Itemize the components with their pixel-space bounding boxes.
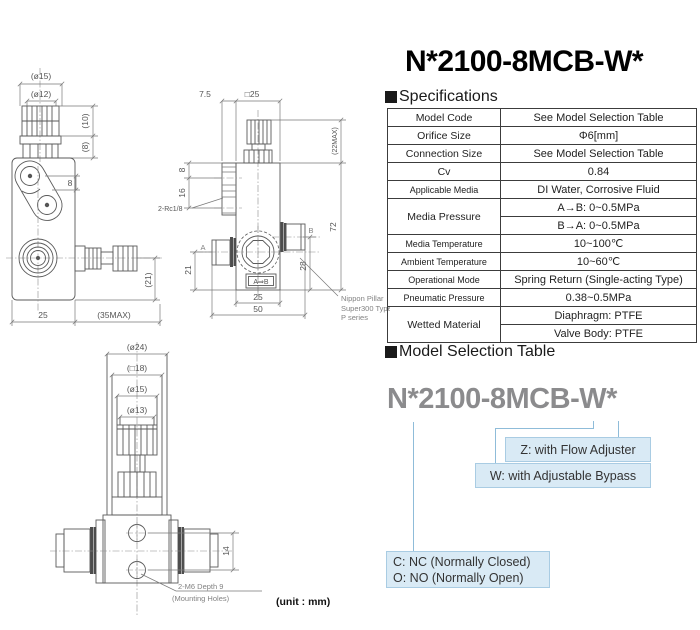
table-row: Pneumatic Pressure 0.38~0.5MPa (387, 288, 697, 307)
specifications-table: Model Code See Model Selection Table Ori… (387, 108, 697, 343)
dim-w35max: (35MAX) (97, 310, 131, 320)
spec-value: B→A: 0~0.5MPa (500, 216, 697, 235)
dim-h21-front: 21 (183, 265, 193, 275)
mounting-callout-line1: 2-M6 Depth 9 (178, 582, 223, 591)
connector-line-c (413, 422, 414, 551)
dim-t16: 16 (177, 188, 187, 198)
thread-label: 2-Rc1/8 (158, 206, 183, 213)
spec-label: Media Pressure (387, 198, 501, 235)
table-row: Media Pressure A→B: 0~0.5MPa (387, 198, 697, 235)
spec-value: 0.84 (500, 162, 697, 181)
flow-plate-label: A⇒B (253, 279, 269, 286)
dim-h10: (10) (80, 113, 90, 128)
spec-label: Ambient Temperature (387, 252, 501, 271)
fitting-callout-line2: Super300 Type (341, 304, 390, 313)
dim-port-pitch: 8 (68, 178, 73, 188)
spec-value: Φ6[mm] (500, 126, 697, 145)
page-title: N*2100-8MCB-W* (405, 45, 644, 78)
fitting-callout-line3: P series (341, 313, 368, 322)
connector-line-w-vert1 (593, 421, 594, 429)
model-selection-heading: Model Selection Table (385, 343, 555, 361)
spec-label: Pneumatic Pressure (387, 288, 501, 307)
dim-sq18: (□18) (127, 363, 147, 373)
dim-h22max: (22MAX) (332, 127, 339, 155)
connector-line-z (618, 421, 619, 437)
spec-value: A→B: 0~0.5MPa (500, 198, 697, 217)
technical-drawings: (ø15) (ø12) (10) (8) 8 (6, 68, 390, 616)
dim-dia13: (ø13) (127, 405, 147, 415)
connector-line-w-vert2 (495, 428, 496, 463)
option-box-adjustable-bypass: W: with Adjustable Bypass (475, 463, 651, 488)
spec-value: 10~60℃ (500, 252, 697, 271)
table-row: Cv 0.84 (387, 162, 697, 181)
dim-h14: 14 (221, 546, 231, 556)
drawing-front-view: 7.5 □25 (22MAX) 72 8 16 2-Rc1/8 (158, 89, 390, 322)
drawing-side-view: (ø15) (ø12) (10) (8) 8 (6, 68, 163, 326)
specifications-heading-label: Specifications (399, 88, 498, 105)
dim-w75: 7.5 (199, 89, 211, 99)
drawing-bottom-view: (ø24) (□18) (ø15) (ø13) (50, 342, 262, 616)
option-box-flow-adjuster: Z: with Flow Adjuster (505, 437, 651, 462)
dim-h72: 72 (328, 222, 338, 232)
table-row: Model Code See Model Selection Table (387, 108, 697, 127)
dim-w25: 25 (38, 310, 48, 320)
table-row: Valve Body: PTFE (388, 324, 697, 343)
spec-label: Operational Mode (387, 270, 501, 289)
dim-t8: 8 (177, 167, 187, 172)
spec-value: 0.38~0.5MPa (500, 288, 697, 307)
port-b-label: B (308, 226, 313, 235)
spec-value: Diaphragm: PTFE (500, 306, 697, 325)
spec-label: Media Temperature (387, 234, 501, 253)
table-row: Connection Size See Model Selection Tabl… (387, 144, 697, 163)
option-z-label: Z: with Flow Adjuster (520, 442, 636, 457)
spec-label: Orifice Size (387, 126, 501, 145)
dim-sq25: □25 (245, 89, 260, 99)
dim-dia24: (ø24) (127, 342, 147, 352)
model-code: N*2100-8MCB-W* (387, 383, 617, 415)
spec-label: Model Code (387, 108, 501, 127)
section-bullet-icon (385, 346, 397, 358)
spec-value: Valve Body: PTFE (500, 324, 697, 343)
table-row: Media Temperature 10~100℃ (387, 234, 697, 253)
table-row: B→A: 0~0.5MPa (388, 216, 697, 235)
dim-dia12: (ø12) (31, 89, 51, 99)
option-c-label: C: NC (Normally Closed) (393, 554, 531, 569)
dim-w25-front: 25 (253, 292, 263, 302)
mounting-callout-line2: (Mounting Holes) (172, 594, 230, 603)
spec-label: Applicable Media (387, 180, 501, 199)
model-selection-heading-label: Model Selection Table (399, 343, 556, 360)
spec-value: 10~100℃ (500, 234, 697, 253)
dim-dia15: (ø15) (31, 71, 51, 81)
option-w-label: W: with Adjustable Bypass (489, 468, 637, 483)
spec-value: See Model Selection Table (500, 108, 697, 127)
spec-label: Connection Size (387, 144, 501, 163)
spec-value: See Model Selection Table (500, 144, 697, 163)
table-row: Applicable Media DI Water, Corrosive Flu… (387, 180, 697, 199)
dim-h8: (8) (80, 142, 90, 153)
port-a-label: A (200, 243, 205, 252)
spec-label: Cv (387, 162, 501, 181)
fitting-callout-line1: Nippon Pillar (341, 294, 384, 303)
dim-dia15-bottom: (ø15) (127, 384, 147, 394)
connector-line-w-horiz (495, 428, 594, 429)
spec-value: DI Water, Corrosive Fluid (500, 180, 697, 199)
spec-value: Spring Return (Single-acting Type) (500, 270, 697, 289)
dim-h21: (21) (143, 272, 153, 287)
option-box-nc-no: C: NC (Normally Closed) O: NO (Normally … (386, 551, 550, 588)
table-row: Operational Mode Spring Return (Single-a… (387, 270, 697, 289)
spec-label: Wetted Material (387, 306, 501, 343)
specifications-heading: Specifications (385, 88, 498, 106)
section-bullet-icon (385, 91, 397, 103)
option-o-label: O: NO (Normally Open) (393, 570, 524, 585)
unit-note: (unit : mm) (276, 596, 331, 608)
table-row: Wetted Material Diaphragm: PTFE (387, 306, 697, 343)
table-row: Orifice Size Φ6[mm] (387, 126, 697, 145)
dim-h28: 28 (298, 261, 308, 271)
dim-w50: 50 (253, 304, 263, 314)
table-row: Ambient Temperature 10~60℃ (387, 252, 697, 271)
